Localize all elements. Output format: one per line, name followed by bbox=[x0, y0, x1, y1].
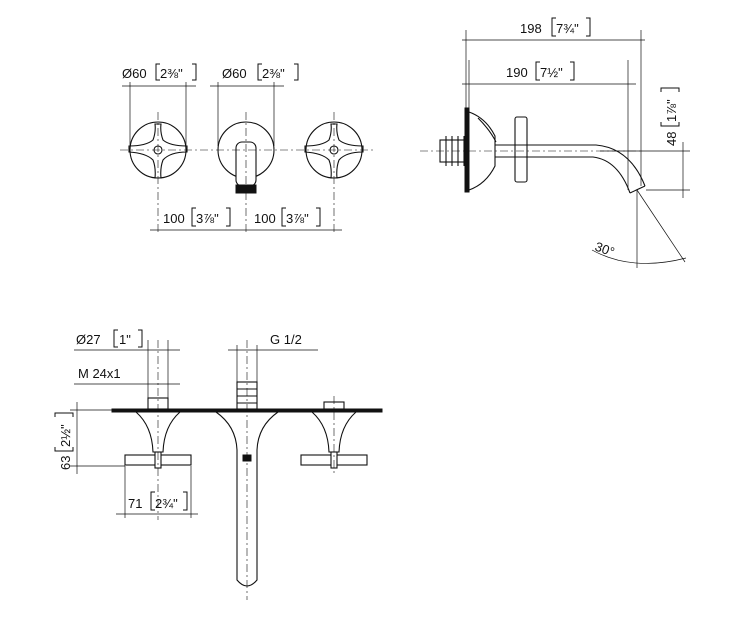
dim-front-diam-mid-value: Ø60 bbox=[222, 66, 247, 81]
dim-plan-thread-spout: G 1/2 bbox=[270, 332, 302, 347]
side-view: 198 7¾" 190 7½" 48 1⅞" 30° bbox=[420, 17, 690, 268]
dim-side-angle: 30° bbox=[593, 239, 617, 260]
dim-side-spout-inch: 7½" bbox=[540, 65, 563, 80]
dim-plan-depth-inch: 2½" bbox=[58, 424, 73, 447]
dim-front-spacing-left-inch: 3⅞" bbox=[196, 211, 219, 226]
plan-view: Ø27 1" M 24x1 G 1/2 63 2½" 71 2¾" bbox=[54, 329, 383, 600]
dim-side-total-value: 198 bbox=[520, 21, 542, 36]
dim-side-height-inch: 1⅞" bbox=[664, 99, 679, 122]
dim-front-spacing-left-value: 100 bbox=[163, 211, 185, 226]
dim-front-spacing-right-inch: 3⅞" bbox=[286, 211, 309, 226]
dim-plan-diam-value: Ø27 bbox=[76, 332, 101, 347]
dim-plan-depth-value: 63 bbox=[58, 456, 73, 470]
dim-side-height-value: 48 bbox=[664, 132, 679, 146]
dim-front-diam-left-inch: 2⅜" bbox=[160, 66, 183, 81]
dim-front-spacing-right-value: 100 bbox=[254, 211, 276, 226]
front-view: Ø60 2⅜" Ø60 2⅜" 100 3⅞" 100 3⅞" bbox=[120, 63, 375, 232]
dim-plan-handle-value: 71 bbox=[128, 496, 142, 511]
dim-side-spout-value: 190 bbox=[506, 65, 528, 80]
dim-front-diam-mid-inch: 2⅜" bbox=[262, 66, 285, 81]
dim-plan-thread-valve: M 24x1 bbox=[78, 366, 121, 381]
dim-plan-diam-inch: 1" bbox=[119, 332, 131, 347]
dim-side-total-inch: 7¾" bbox=[556, 21, 579, 36]
dim-front-diam-left-value: Ø60 bbox=[122, 66, 147, 81]
dim-plan-handle-inch: 2¾" bbox=[155, 496, 178, 511]
